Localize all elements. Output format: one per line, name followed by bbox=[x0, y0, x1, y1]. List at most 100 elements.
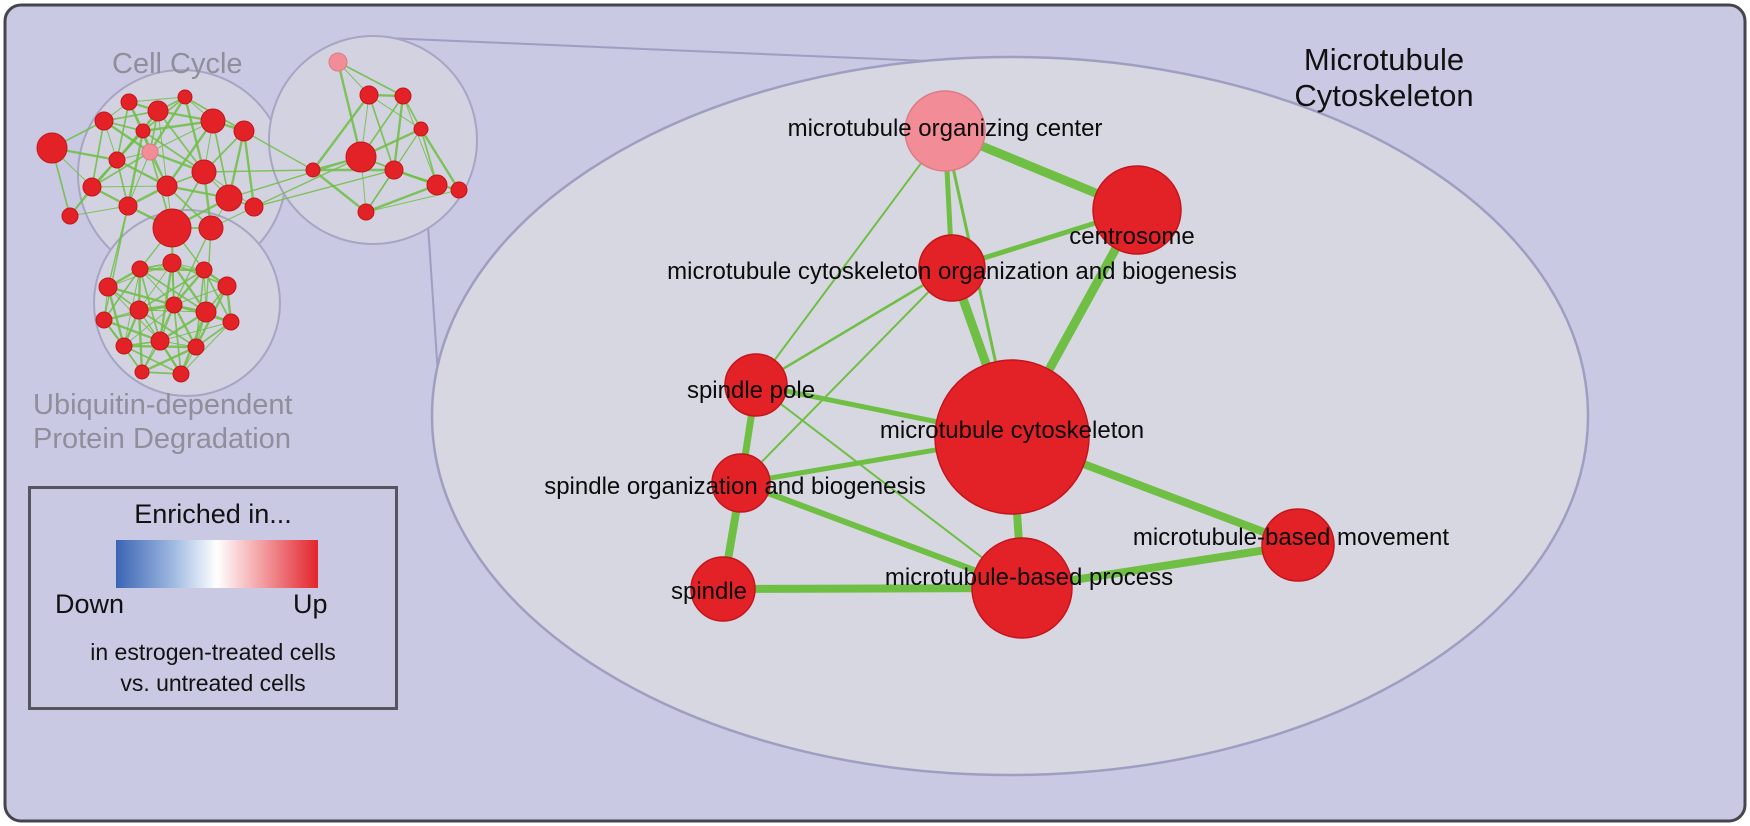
node-centrosome bbox=[1092, 165, 1182, 255]
mini-node bbox=[217, 276, 237, 296]
mini-edge bbox=[336, 61, 363, 158]
node-spindle-org-bio bbox=[711, 453, 771, 513]
mini-node bbox=[141, 143, 159, 161]
mini-node bbox=[152, 208, 192, 248]
mini-node bbox=[118, 196, 138, 216]
mini-node bbox=[177, 89, 193, 105]
mini-edge bbox=[123, 345, 182, 375]
mini-edge bbox=[419, 128, 461, 191]
mini-edge bbox=[312, 94, 370, 171]
mini-node bbox=[134, 364, 150, 380]
mini-node bbox=[131, 260, 149, 278]
mini-node bbox=[165, 296, 183, 314]
mini-edge bbox=[173, 304, 182, 375]
mini-edge bbox=[203, 169, 314, 173]
edge-moc--spindle-pole bbox=[755, 130, 946, 386]
mini-node bbox=[150, 331, 170, 351]
mini-edge bbox=[138, 262, 173, 311]
edge-mt-org-bio--spindle-org-bio bbox=[740, 267, 953, 484]
mini-node bbox=[61, 207, 79, 225]
node-mt-cytoskeleton bbox=[934, 359, 1090, 515]
mini-edge bbox=[368, 94, 422, 130]
mini-edge bbox=[243, 130, 314, 171]
mini-node bbox=[195, 301, 217, 323]
mini-node bbox=[233, 120, 255, 142]
mini-edge bbox=[166, 120, 214, 187]
mini-edge bbox=[107, 285, 175, 307]
mini-node bbox=[162, 253, 182, 273]
mini-edge bbox=[312, 169, 367, 213]
mini-edge bbox=[139, 268, 161, 342]
mini-edge bbox=[103, 318, 161, 343]
mini-node bbox=[222, 313, 240, 331]
mini-node bbox=[426, 174, 448, 196]
mini-edge bbox=[103, 268, 141, 321]
mini-edge bbox=[253, 156, 362, 208]
edge-spindle-pole--mt-based-process bbox=[755, 384, 1023, 589]
node-mt-org-bio bbox=[918, 234, 986, 302]
edge-mt-org-bio--spindle-pole bbox=[754, 266, 954, 387]
mini-edge bbox=[183, 96, 206, 173]
mini-edge bbox=[159, 321, 232, 342]
mini-edge bbox=[138, 309, 197, 348]
mini-node bbox=[191, 159, 217, 185]
mini-node bbox=[135, 123, 151, 139]
mini-edge bbox=[368, 94, 395, 171]
zoom-callout-line bbox=[385, 37, 929, 62]
mini-node bbox=[82, 177, 102, 197]
mini-node bbox=[36, 132, 68, 164]
mini-edge bbox=[158, 262, 174, 342]
mini-edge bbox=[242, 130, 256, 208]
mini-node bbox=[94, 111, 114, 131]
mini-edge bbox=[253, 169, 395, 208]
mini-edge bbox=[69, 205, 129, 217]
mini-node bbox=[187, 338, 205, 356]
mini-node bbox=[359, 85, 379, 105]
node-mt-based-process bbox=[971, 537, 1073, 639]
mini-edge bbox=[148, 96, 187, 153]
mini-node bbox=[198, 215, 224, 241]
mini-node bbox=[129, 300, 149, 320]
mini-edge bbox=[392, 95, 405, 171]
mini-edge bbox=[157, 110, 205, 173]
node-spindle-pole bbox=[724, 353, 788, 417]
mini-edge bbox=[103, 205, 129, 321]
mini-node bbox=[108, 151, 126, 169]
mini-edge bbox=[228, 156, 362, 199]
mini-node bbox=[244, 197, 264, 217]
mini-node bbox=[120, 93, 138, 111]
mini-node bbox=[394, 87, 412, 105]
mini-node bbox=[384, 160, 404, 180]
node-spindle bbox=[690, 556, 756, 622]
mini-edge bbox=[141, 345, 197, 374]
mini-node bbox=[172, 365, 190, 383]
mini-edge bbox=[91, 120, 105, 188]
mini-edge bbox=[91, 185, 168, 188]
mini-edge bbox=[402, 95, 438, 186]
mini-edge bbox=[365, 189, 460, 213]
mini-node bbox=[95, 311, 113, 329]
mini-edge bbox=[180, 321, 232, 375]
mini-node bbox=[413, 121, 429, 137]
mini-node bbox=[115, 337, 133, 355]
mini-node bbox=[357, 203, 375, 221]
mini-node bbox=[98, 277, 118, 297]
mini-node bbox=[147, 100, 169, 122]
mini-node bbox=[156, 175, 178, 197]
mini-edge bbox=[157, 110, 168, 187]
mini-edge bbox=[128, 96, 186, 103]
node-moc bbox=[904, 90, 986, 172]
mini-node bbox=[450, 181, 468, 199]
mini-node bbox=[328, 52, 348, 72]
mini-edge bbox=[127, 151, 151, 207]
mini-node bbox=[215, 184, 243, 212]
mini-node bbox=[200, 108, 226, 134]
mini-node bbox=[345, 141, 377, 173]
mini-edge bbox=[138, 269, 205, 311]
mini-node bbox=[195, 261, 213, 279]
node-mt-based-movement bbox=[1261, 508, 1335, 582]
mini-edge bbox=[123, 304, 175, 347]
mini-edge bbox=[173, 227, 212, 306]
